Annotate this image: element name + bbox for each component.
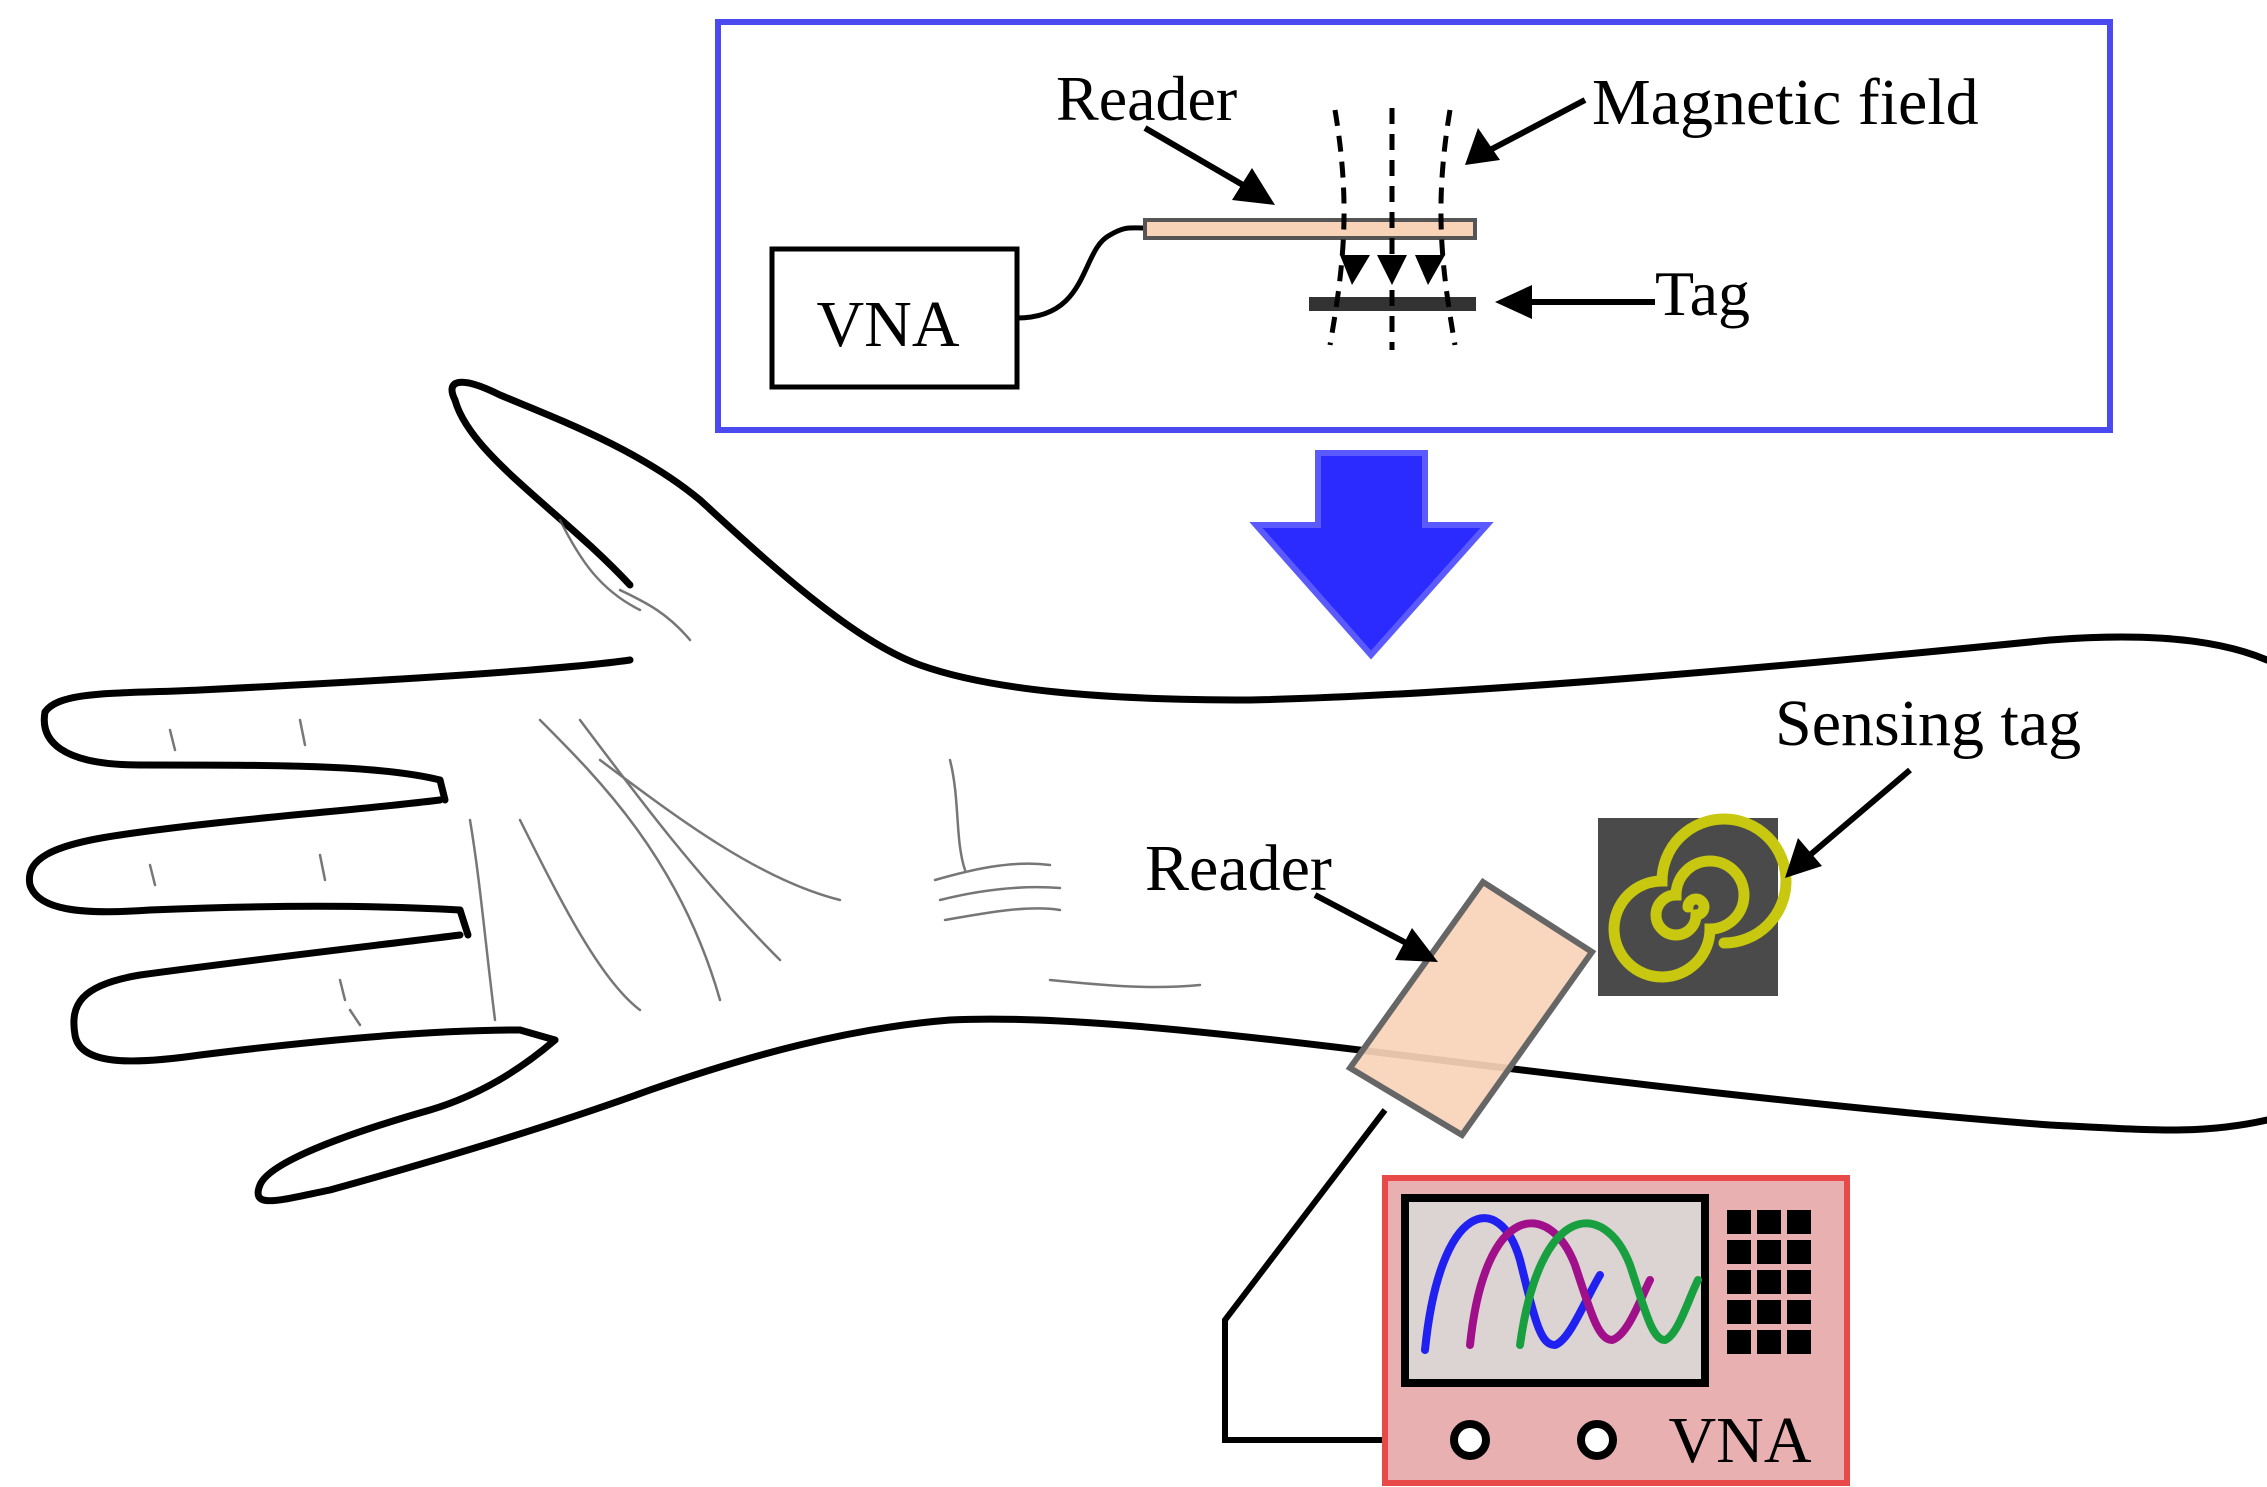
sensing-tag-coil-icon xyxy=(1608,813,1792,983)
inset-tag-label: Tag xyxy=(1655,258,1750,329)
vna-port-1-icon xyxy=(1450,1420,1490,1460)
main-cable xyxy=(1222,1108,1462,1443)
down-arrow-icon xyxy=(1249,450,1494,660)
inset-reader-arrowhead xyxy=(1232,168,1275,205)
inset-tag-arrowhead xyxy=(1495,285,1532,319)
vna-instrument-label: VNA xyxy=(1669,1404,1812,1477)
sensing-tag-label: Sensing tag xyxy=(1775,687,2081,760)
inset-reader-label: Reader xyxy=(1056,63,1237,134)
sensing-tag-arrowhead xyxy=(1785,838,1822,878)
sensing-tag-arrow xyxy=(1808,767,1912,858)
magnetic-field-label: Magnetic field xyxy=(1592,66,1979,139)
magnetic-field-lines xyxy=(1327,108,1458,350)
arm-outline xyxy=(25,378,2267,1205)
vna-trace-blue xyxy=(1421,1214,1604,1354)
inset-reader-bar xyxy=(1143,218,1477,240)
vna-traces xyxy=(1421,1214,1702,1354)
magnetic-field-arrow xyxy=(1488,97,1587,153)
vna-port-2-icon xyxy=(1577,1420,1617,1460)
inset-reader-arrow xyxy=(1143,125,1257,195)
reader-patch xyxy=(1345,877,1597,1139)
inset-vna-label: VNA xyxy=(817,288,960,361)
vna-trace-green xyxy=(1516,1219,1702,1349)
vna-trace-purple xyxy=(1466,1219,1654,1349)
magnetic-field-arrowheads xyxy=(1340,255,1445,285)
main-reader-arrowhead xyxy=(1395,928,1438,962)
inset-vna-box xyxy=(769,246,1020,390)
vna-screen xyxy=(1401,1194,1709,1387)
main-reader-label: Reader xyxy=(1145,832,1332,905)
vna-keypad xyxy=(1727,1210,1811,1354)
main-reader-arrow xyxy=(1313,892,1412,948)
inset-cable xyxy=(1016,225,1146,321)
arm-sketch-lines xyxy=(148,518,1202,1027)
magnetic-field-arrowhead xyxy=(1465,128,1500,165)
